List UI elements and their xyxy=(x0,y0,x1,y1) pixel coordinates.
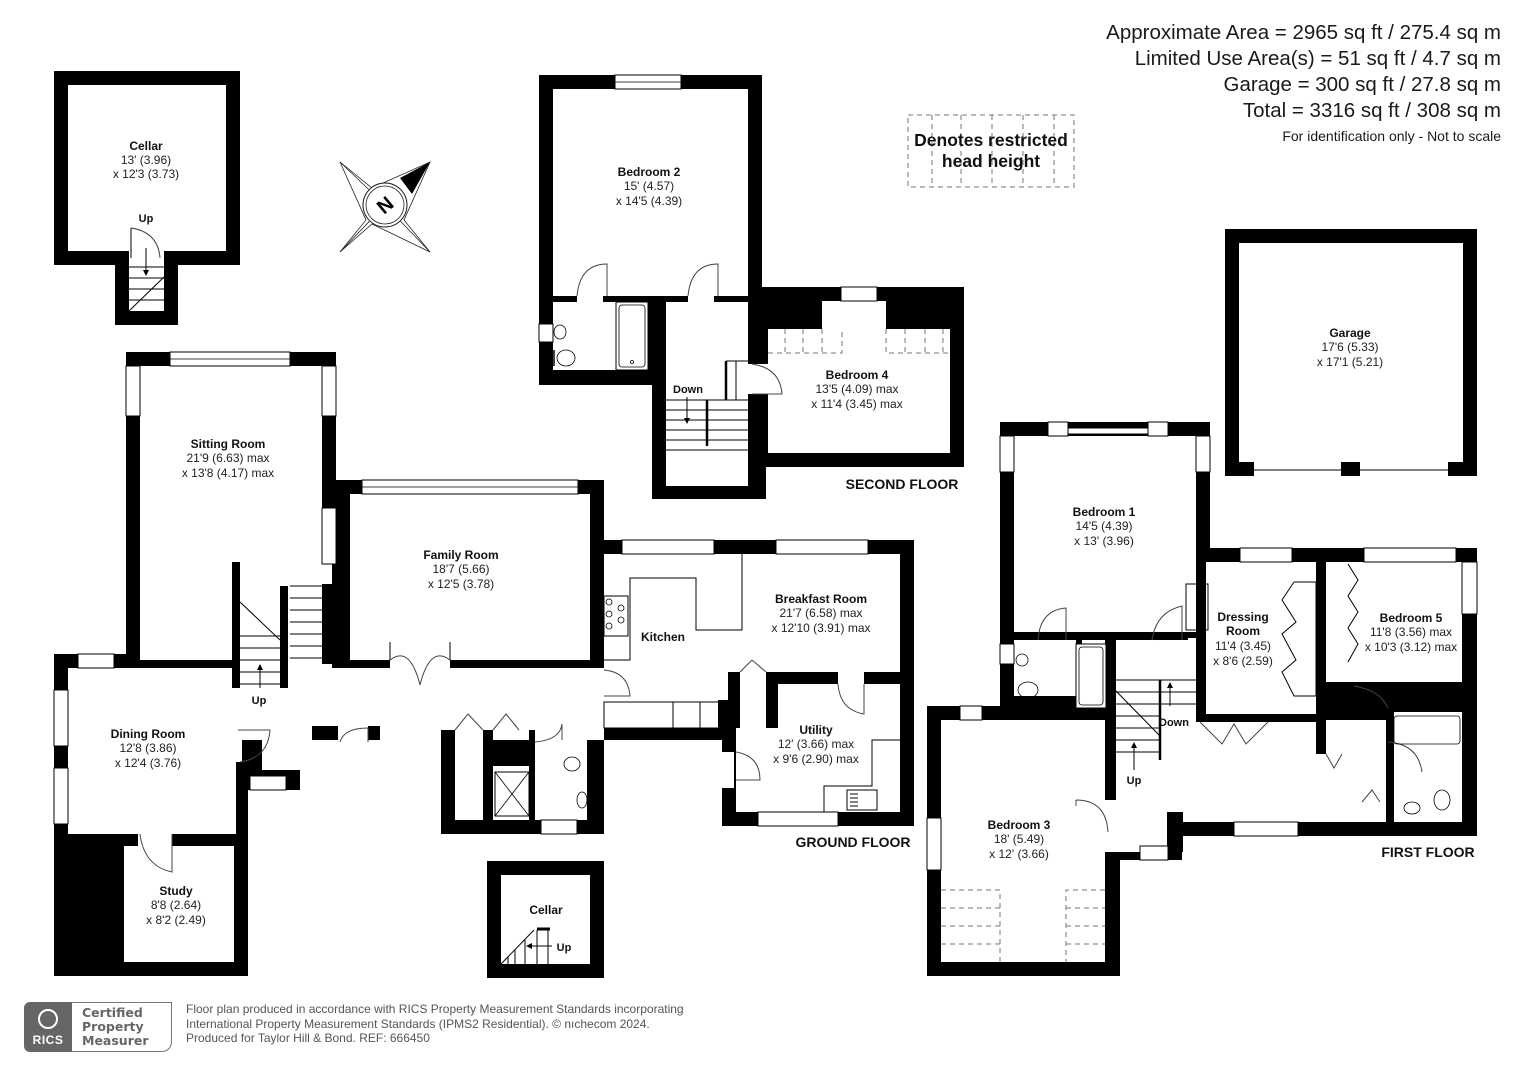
svg-text:15' (4.57): 15' (4.57) xyxy=(624,179,674,193)
svg-text:12' (3.66) max: 12' (3.66) max xyxy=(778,737,854,751)
svg-text:11'4 (3.45): 11'4 (3.45) xyxy=(1215,639,1271,653)
garage: Garage 17'6 (5.33) x 17'1 (5.21) xyxy=(1225,229,1477,476)
first-floor: Down Up Bedroom 1 14'5 (4.39) x 13' (3.9… xyxy=(926,421,1478,976)
rics-logo-text: RICS xyxy=(32,1033,64,1047)
svg-text:Up: Up xyxy=(252,695,267,707)
svg-text:x 9'6 (2.90) max: x 9'6 (2.90) max xyxy=(773,752,859,766)
svg-text:x 8'6 (2.59): x 8'6 (2.59) xyxy=(1213,654,1273,668)
svg-text:21'7 (6.58) max: 21'7 (6.58) max xyxy=(780,606,863,620)
approximate-area: Approximate Area = 2965 sq ft / 275.4 sq… xyxy=(1106,21,1501,44)
floor-label-ground: GROUND FLOOR xyxy=(795,834,910,850)
svg-text:Sitting Room: Sitting Room xyxy=(191,437,266,451)
ground-floor: Up xyxy=(53,351,914,976)
restricted-height-legend-icon xyxy=(907,114,1075,188)
footer-disclaimer: Floor plan produced in accordance with R… xyxy=(186,1002,684,1045)
svg-text:x 17'1 (5.21): x 17'1 (5.21) xyxy=(1317,355,1383,369)
svg-text:Family Room: Family Room xyxy=(423,548,498,562)
svg-text:Down: Down xyxy=(673,384,703,396)
svg-text:11'8 (3.56) max: 11'8 (3.56) max xyxy=(1370,625,1452,639)
svg-text:13' (3.96): 13' (3.96) xyxy=(121,153,171,167)
limited-use-area: Limited Use Area(s) = 51 sq ft / 4.7 sq … xyxy=(1134,47,1501,70)
svg-text:18' (5.49): 18' (5.49) xyxy=(994,832,1044,846)
svg-text:x 12'4 (3.76): x 12'4 (3.76) xyxy=(115,756,181,770)
svg-text:8'8 (2.64): 8'8 (2.64) xyxy=(151,898,201,912)
svg-text:Up: Up xyxy=(557,942,572,954)
footer: RICS Certified Property Measurer Floor p… xyxy=(24,1002,684,1052)
svg-text:18'7 (5.66): 18'7 (5.66) xyxy=(433,562,490,576)
svg-text:Dressing: Dressing xyxy=(1217,610,1268,624)
svg-text:x 13' (3.96): x 13' (3.96) xyxy=(1074,534,1134,548)
svg-text:Bedroom 3: Bedroom 3 xyxy=(988,818,1051,832)
restricted-height-legend: Denotes restricted head height xyxy=(907,114,1075,188)
area-summary: Approximate Area = 2965 sq ft / 275.4 sq… xyxy=(1106,20,1501,144)
svg-text:x 12'5 (3.78): x 12'5 (3.78) xyxy=(428,577,494,591)
svg-text:Bedroom 4: Bedroom 4 xyxy=(826,368,889,382)
svg-text:Down: Down xyxy=(1159,717,1189,729)
svg-text:21'9 (6.63) max: 21'9 (6.63) max xyxy=(187,451,270,465)
svg-text:12'8 (3.86): 12'8 (3.86) xyxy=(120,741,177,755)
svg-text:Garage: Garage xyxy=(1329,326,1371,340)
total-area: Total = 3316 sq ft / 308 sq m xyxy=(1242,99,1501,122)
room-name: Cellar xyxy=(129,139,163,153)
svg-text:Breakfast Room: Breakfast Room xyxy=(775,592,867,606)
svg-text:Cellar: Cellar xyxy=(529,903,563,917)
svg-text:Kitchen: Kitchen xyxy=(641,630,685,644)
svg-text:Dining Room: Dining Room xyxy=(111,727,186,741)
svg-text:Up: Up xyxy=(1127,775,1142,787)
svg-text:Utility: Utility xyxy=(799,723,833,737)
floor-label-second: SECOND FLOOR xyxy=(846,476,959,492)
svg-text:17'6 (5.33): 17'6 (5.33) xyxy=(1322,340,1379,354)
rics-lion-icon xyxy=(38,1009,58,1029)
svg-text:x 10'3 (3.12) max: x 10'3 (3.12) max xyxy=(1365,640,1457,654)
cellar-large: Cellar 13' (3.96) x 12'3 (3.73) Up xyxy=(54,71,240,325)
cellar-small: Cellar Up xyxy=(487,861,604,978)
svg-text:x 12'10 (3.91) max: x 12'10 (3.91) max xyxy=(771,621,870,635)
svg-text:Bedroom 1: Bedroom 1 xyxy=(1073,505,1136,519)
svg-text:Bedroom 5: Bedroom 5 xyxy=(1380,611,1443,625)
svg-text:Bedroom 2: Bedroom 2 xyxy=(618,165,681,179)
garage-area: Garage = 300 sq ft / 27.8 sq m xyxy=(1223,73,1501,96)
svg-text:x 13'8 (4.17) max: x 13'8 (4.17) max xyxy=(182,466,274,480)
floor-label-first: FIRST FLOOR xyxy=(1381,844,1474,860)
svg-text:x 11'4 (3.45) max: x 11'4 (3.45) max xyxy=(811,397,902,411)
legend-line-1: Denotes restricted xyxy=(914,130,1068,150)
svg-text:x 14'5 (4.39): x 14'5 (4.39) xyxy=(616,194,682,208)
svg-text:14'5 (4.39): 14'5 (4.39) xyxy=(1076,519,1133,533)
scale-disclaimer: For identification only - Not to scale xyxy=(1282,128,1501,144)
second-floor: Down Bedroom 2 15' (4.57) x 14'5 (4.39) … xyxy=(538,74,964,499)
rics-certified-badge: RICS Certified Property Measurer xyxy=(24,1002,172,1052)
svg-text:Study: Study xyxy=(159,884,193,898)
compass-rose-icon: N xyxy=(339,161,431,253)
svg-text:x 12'3 (3.73): x 12'3 (3.73) xyxy=(113,167,179,181)
svg-text:Up: Up xyxy=(139,213,154,225)
svg-text:x 12' (3.66): x 12' (3.66) xyxy=(989,847,1049,861)
svg-text:Room: Room xyxy=(1226,624,1260,638)
legend-line-2: head height xyxy=(941,151,1041,171)
svg-text:x 8'2 (2.49): x 8'2 (2.49) xyxy=(146,913,206,927)
svg-text:13'5 (4.09) max: 13'5 (4.09) max xyxy=(816,382,899,396)
